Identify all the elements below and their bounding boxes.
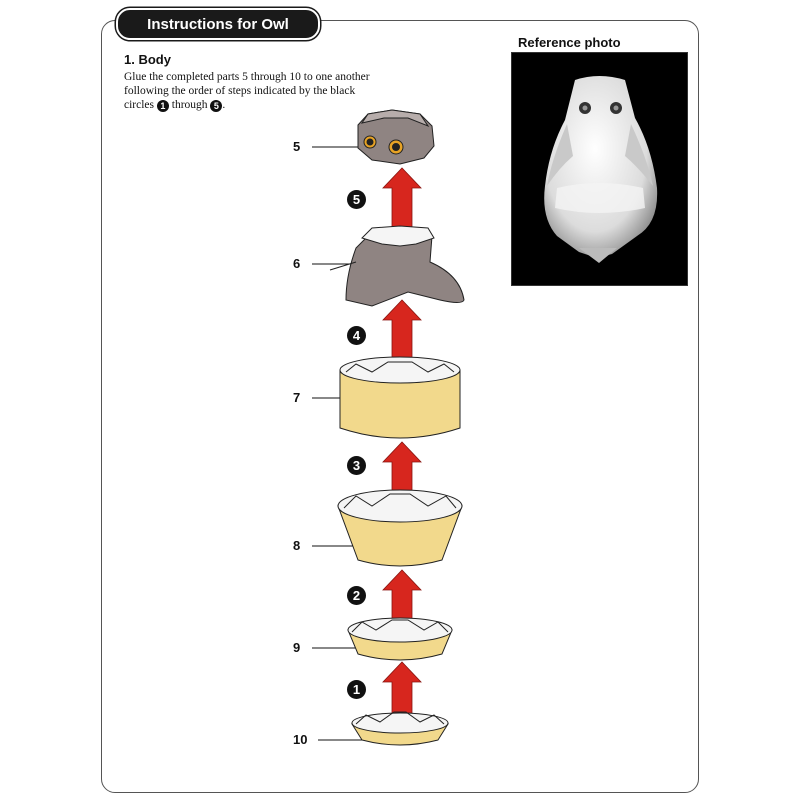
part-6-upper-body — [329, 225, 465, 307]
part-label-5: 5 — [293, 139, 301, 154]
step-5-badge: 5 — [210, 100, 223, 112]
step-circle-4: 4 — [347, 326, 366, 345]
step-circle-1: 1 — [347, 680, 366, 699]
page-title-text: Instructions for Owl — [147, 15, 289, 33]
part-label-8: 8 — [293, 538, 301, 553]
part-5-head — [357, 109, 435, 165]
instruction-end: . — [222, 99, 226, 111]
step-circle-5: 5 — [347, 190, 366, 209]
section-heading: 1. Body — [124, 52, 171, 67]
part-label-7: 7 — [293, 390, 301, 405]
reference-photo-title: Reference photo — [518, 35, 621, 50]
part-label-6: 6 — [293, 256, 301, 271]
step-1-badge: 1 — [156, 100, 169, 112]
step-circle-2: 2 — [347, 586, 366, 605]
page-frame — [101, 20, 699, 793]
reference-photo — [511, 52, 688, 286]
section-instructions: Glue the completed parts 5 through 10 to… — [124, 70, 374, 112]
owl-photo-image — [517, 58, 682, 280]
part-7-cylinder — [339, 356, 461, 439]
part-9-ring — [347, 617, 453, 661]
instruction-through: through — [171, 99, 208, 111]
part-label-10: 10 — [293, 732, 308, 747]
instruction-text: Glue the completed parts 5 through 10 to… — [124, 71, 370, 111]
page-title: Instructions for Owl — [116, 8, 320, 40]
part-10-base — [351, 711, 449, 746]
part-label-9: 9 — [293, 640, 301, 655]
part-8-bowl — [337, 489, 463, 567]
arrow-step-1 — [382, 661, 422, 719]
step-circle-3: 3 — [347, 456, 366, 475]
